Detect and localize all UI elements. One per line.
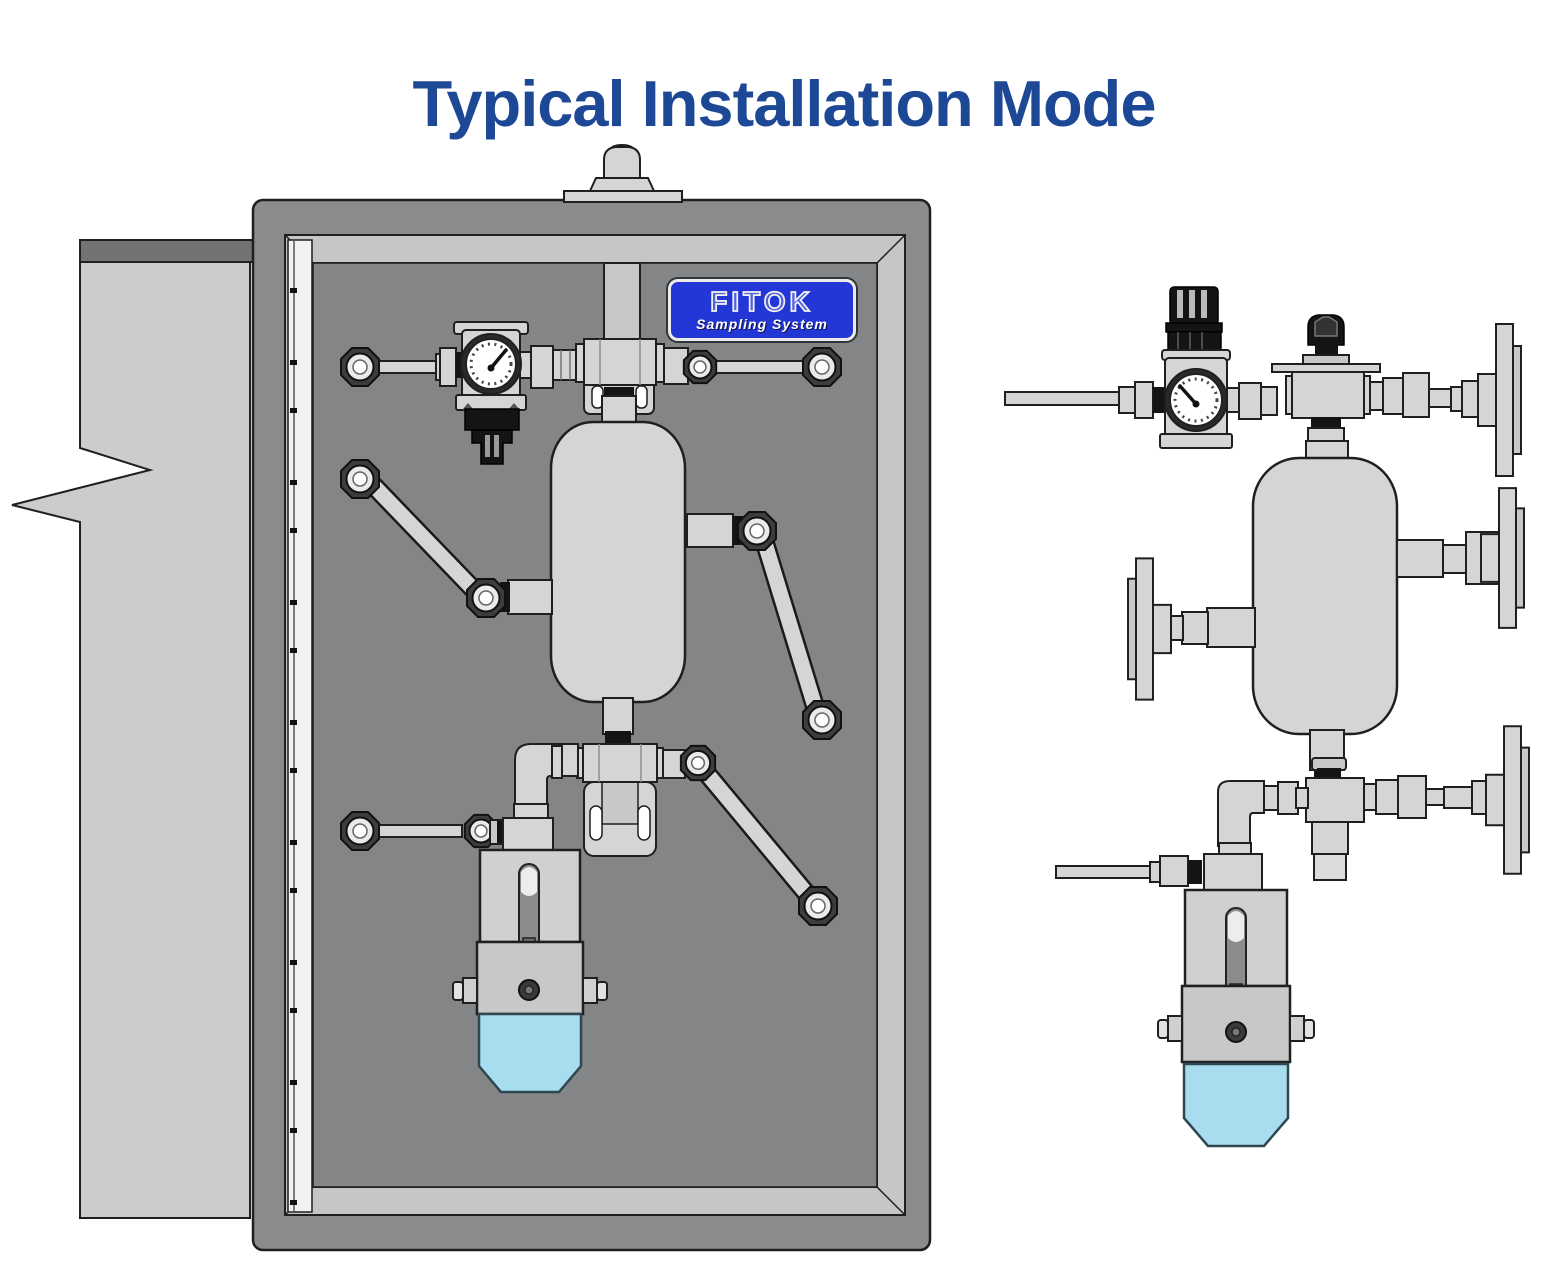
- pipe-flange-icon: [1127, 557, 1172, 701]
- inlet-line-right: [664, 347, 842, 387]
- mounting-panel: [313, 263, 877, 1187]
- brand-logo: FITOK: [709, 286, 814, 317]
- sampler-lower-body: [477, 942, 583, 1014]
- sample-bottle: [479, 1014, 581, 1092]
- bulkhead-connector-icon: [798, 886, 838, 926]
- cylinder-inlet-port-standalone: [1127, 557, 1255, 701]
- outlet-valve-assembly: [514, 744, 838, 926]
- inlet-drop-tube: [604, 263, 640, 349]
- elbow-connector-icon: [680, 745, 716, 781]
- bulkhead-connector-icon: [802, 347, 842, 387]
- cylinder-seal-ring: [605, 731, 631, 744]
- bulkhead-connector-icon: [682, 350, 718, 384]
- inlet-tee-valve-standalone: [1227, 315, 1522, 477]
- grab-sampler: [340, 811, 607, 1092]
- page-title: Typical Installation Mode: [412, 66, 1156, 140]
- outlet-valve-standalone: [1218, 725, 1530, 880]
- regulator-thread-band: [465, 409, 519, 430]
- elbow-connector-icon: [466, 578, 506, 618]
- sample-cylinder: [551, 396, 685, 744]
- brand-tagline: Sampling System: [696, 316, 828, 332]
- cylinder-inlet-port: [340, 459, 552, 618]
- wall-door-panel: [12, 240, 285, 1218]
- bulkhead-connector-icon: [802, 700, 842, 740]
- standalone-view: [1005, 287, 1530, 1146]
- elbow-connector-icon: [737, 511, 777, 551]
- regulator-knob: [472, 430, 512, 464]
- regulator-knurled-knob: [1166, 287, 1222, 332]
- cabinet-view: [12, 145, 930, 1250]
- inlet-line-standalone: [1005, 382, 1165, 418]
- pressure-gauge-icon: [461, 334, 521, 394]
- sampler-side-knobs: [453, 978, 607, 1003]
- cylinder-outlet-port: [687, 511, 842, 740]
- pipe-flange-icon: [1485, 725, 1530, 875]
- hinge-pins: [290, 288, 297, 1205]
- pressure-regulator-standalone: [1160, 287, 1232, 448]
- pressure-regulator: [454, 322, 528, 464]
- elbow-fitting: [1218, 781, 1264, 846]
- sample-bottle: [1184, 1064, 1288, 1146]
- pipe-flange-icon: [1480, 487, 1525, 629]
- sampler-inlet-tee: [1204, 854, 1262, 890]
- grab-sampler-standalone: [1056, 843, 1314, 1146]
- pressure-gauge-icon: [1165, 369, 1227, 431]
- cylinder-outlet-port-standalone: [1397, 487, 1525, 629]
- pipe-flange-icon: [1477, 323, 1522, 477]
- inlet-line: [340, 346, 578, 388]
- sampler-side-knobs: [1158, 1016, 1314, 1041]
- door-hinge: [288, 240, 312, 1212]
- top-bulkhead-fitting: [564, 145, 682, 202]
- bulkhead-connector-icon: [340, 347, 380, 387]
- bulkhead-connector-icon: [340, 459, 380, 499]
- fitok-brand-badge: FITOK Sampling System: [668, 279, 856, 341]
- bulkhead-connector-icon: [340, 811, 380, 851]
- sampler-inlet-tee: [503, 818, 553, 852]
- sample-cylinder-standalone: [1253, 441, 1397, 778]
